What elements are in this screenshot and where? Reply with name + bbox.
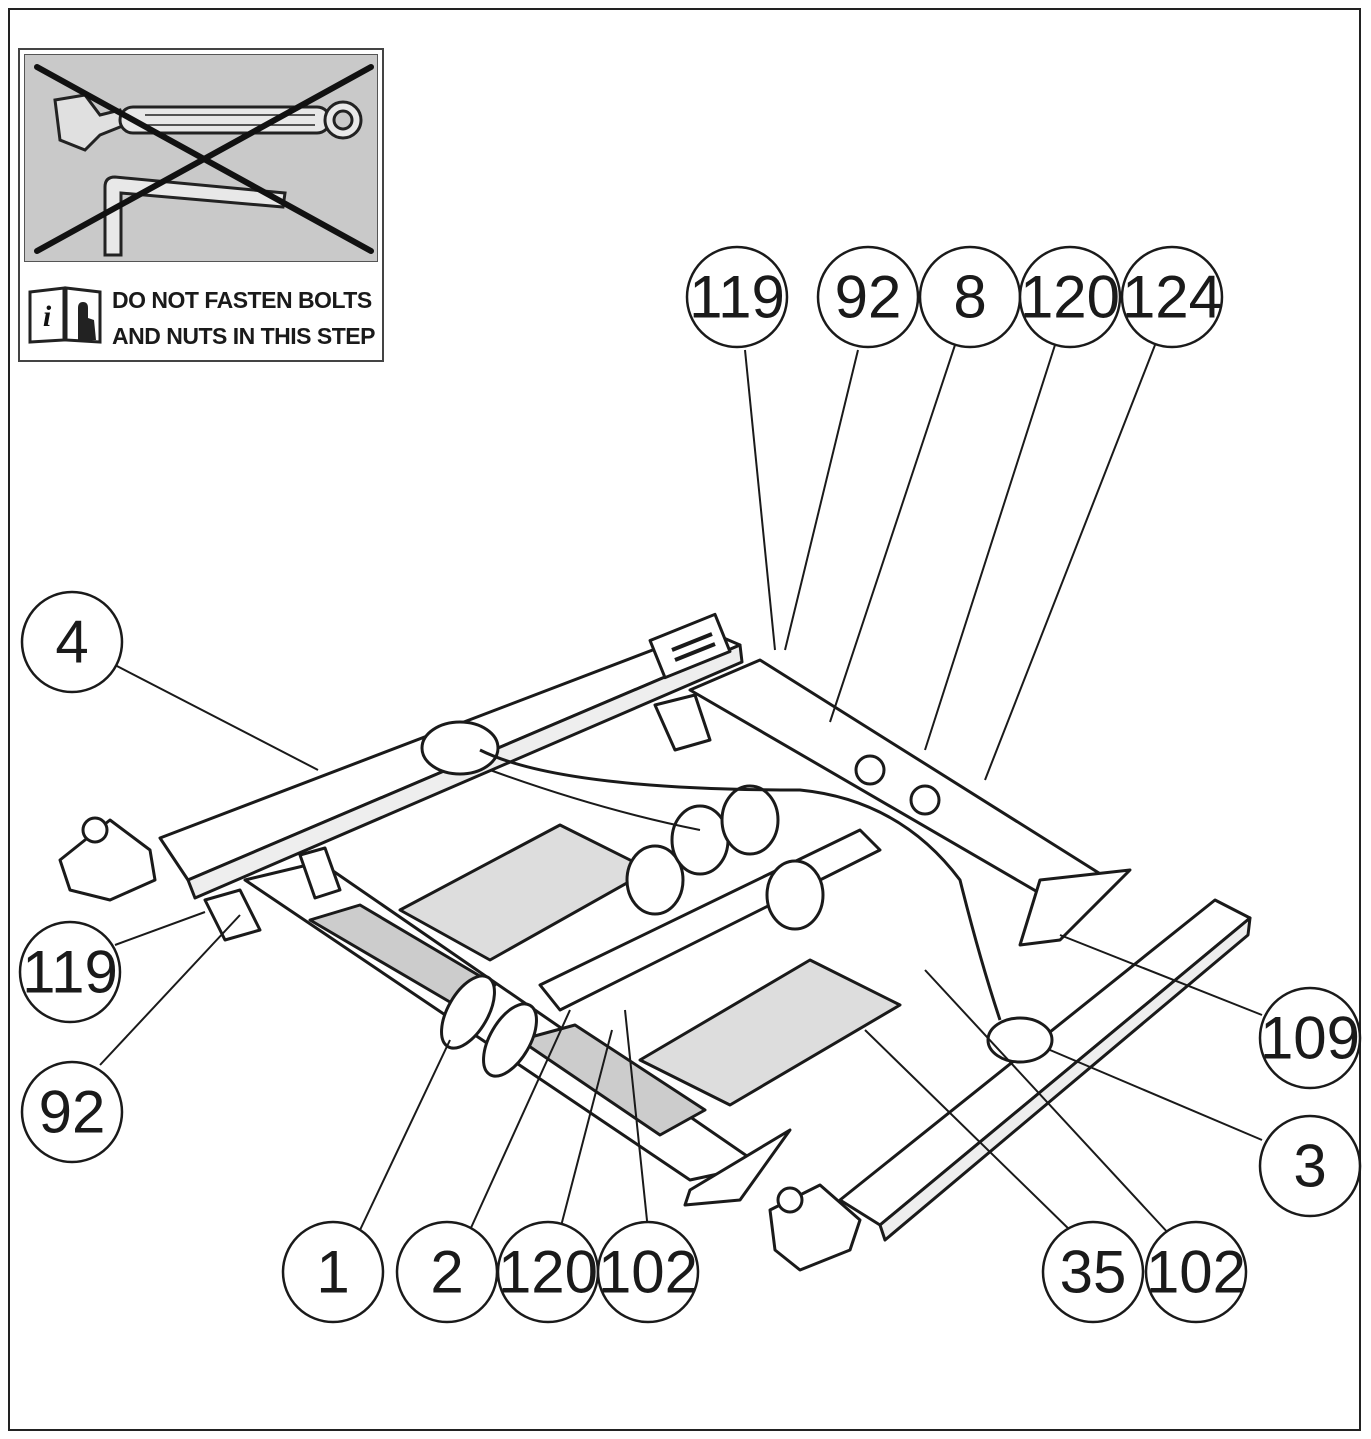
svg-text:3: 3 [1293, 1133, 1326, 1200]
callout-2: 2 [395, 1220, 499, 1324]
callout-4: 4 [20, 590, 124, 694]
svg-text:4: 4 [55, 609, 88, 676]
warning-notice: i DO NOT FASTEN BOLTS AND NUTS IN THIS S… [18, 48, 384, 362]
callout-120-bottom: 120 [496, 1220, 600, 1324]
callout-92-top: 92 [816, 245, 920, 349]
svg-text:120: 120 [498, 1239, 598, 1306]
callout-102-right: 102 [1144, 1220, 1248, 1324]
notice-line-1: DO NOT FASTEN BOLTS [112, 287, 372, 313]
part-1-disc [440, 974, 496, 1050]
crossed-out-wrench-icon [34, 64, 374, 257]
callouts: 119 92 8 120 124 4 119 92 109 3 1 2 120 … [18, 245, 1362, 1324]
svg-text:102: 102 [1146, 1239, 1246, 1306]
svg-text:92: 92 [835, 264, 902, 331]
hex-key-icon [103, 175, 287, 257]
svg-text:1: 1 [316, 1239, 349, 1306]
book-icon-letter: i [43, 300, 52, 333]
callout-124: 124 [1120, 245, 1224, 349]
svg-text:120: 120 [1020, 264, 1120, 331]
callout-119-top: 119 [685, 245, 789, 349]
callout-119-left: 119 [18, 920, 122, 1024]
callout-109: 109 [1258, 986, 1362, 1090]
frame-parts [58, 612, 1252, 1272]
part-8-beam [688, 658, 1112, 907]
part-35-step [398, 823, 652, 962]
part-3-tube [838, 898, 1252, 1227]
svg-text:124: 124 [1122, 264, 1222, 331]
callout-120-top: 120 [1018, 245, 1122, 349]
callout-8: 8 [918, 245, 1022, 349]
callout-3: 3 [1258, 1114, 1362, 1218]
svg-text:2: 2 [430, 1239, 463, 1306]
callout-102-bottom: 102 [596, 1220, 700, 1324]
info-manual-icon: i [28, 286, 102, 344]
svg-text:8: 8 [953, 264, 986, 331]
svg-text:119: 119 [689, 264, 785, 331]
callout-1: 1 [281, 1220, 385, 1324]
svg-text:102: 102 [598, 1239, 698, 1306]
notice-text: DO NOT FASTEN BOLTS AND NUTS IN THIS STE… [112, 282, 382, 354]
svg-text:35: 35 [1060, 1239, 1127, 1306]
notice-line-2: AND NUTS IN THIS STEP [112, 323, 375, 349]
pulley [420, 720, 500, 776]
tools-illustration [24, 54, 378, 262]
callout-35: 35 [1041, 1220, 1145, 1324]
leader-lines [99, 344, 1263, 1236]
callout-92-left: 92 [20, 1060, 124, 1164]
left-foot [58, 818, 157, 902]
part-109-cable [479, 748, 1002, 1021]
svg-text:109: 109 [1260, 1005, 1360, 1072]
svg-text:92: 92 [39, 1079, 106, 1146]
svg-text:119: 119 [22, 939, 118, 1006]
